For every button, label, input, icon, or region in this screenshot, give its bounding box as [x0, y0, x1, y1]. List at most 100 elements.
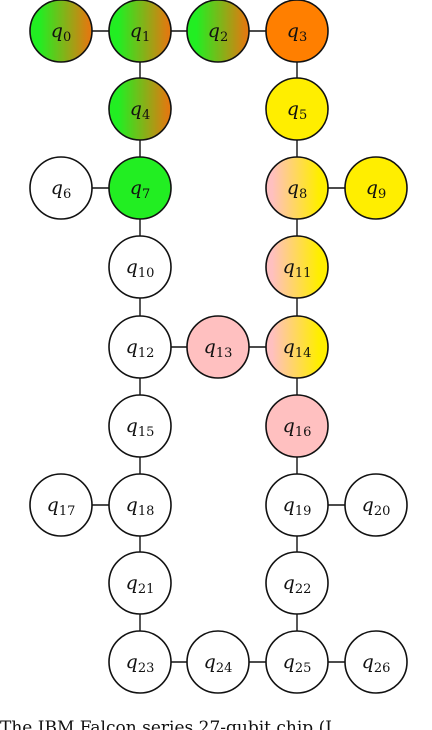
qubit-circle [29, 0, 93, 63]
qubit-circle [108, 315, 172, 379]
qubit-q21: q21 [108, 551, 172, 615]
qubit-label-index: 1 [142, 30, 150, 45]
qubit-circle [29, 156, 93, 220]
qubit-label: q25 [283, 651, 312, 676]
qubit-label-index: 22 [295, 582, 312, 597]
qubit-label: q20 [362, 494, 391, 519]
qubit-label-index: 13 [216, 346, 233, 361]
qubit-label: q13 [204, 336, 233, 361]
qubit-q24: q24 [186, 630, 250, 694]
qubit-q11: q11 [265, 235, 329, 299]
qubit-q0: q0 [29, 0, 93, 63]
qubit-label: q15 [126, 415, 155, 440]
qubit-label-index: 16 [295, 425, 312, 440]
qubit-label-index: 15 [138, 425, 155, 440]
qubit-label-main: q [362, 651, 374, 673]
qubit-circle [265, 394, 329, 458]
qubit-q13: q13 [186, 315, 250, 379]
qubit-circle [108, 235, 172, 299]
qubit-label: q4 [130, 98, 150, 123]
qubit-label: q2 [208, 20, 228, 45]
qubit-q9: q9 [344, 156, 408, 220]
qubit-circle [108, 551, 172, 615]
qubit-label-index: 11 [295, 266, 312, 281]
qubit-label-index: 24 [216, 661, 233, 676]
qubit-label-index: 7 [142, 187, 150, 202]
qubit-label: q17 [47, 494, 76, 519]
qubit-label-main: q [287, 20, 299, 42]
qubit-circle [108, 630, 172, 694]
qubit-q14: q14 [265, 315, 329, 379]
figure-caption: The IBM Falcon series 27-qubit chip (I [0, 718, 332, 730]
qubit-circle [186, 0, 250, 63]
qubit-label-main: q [51, 177, 63, 199]
qubit-q17: q17 [29, 473, 93, 537]
qubit-label-index: 10 [138, 266, 155, 281]
qubit-q18: q18 [108, 473, 172, 537]
qubit-circle [108, 394, 172, 458]
qubit-q1: q1 [108, 0, 172, 63]
qubit-label-index: 20 [374, 504, 391, 519]
qubit-label-index: 25 [295, 661, 312, 676]
qubit-label-index: 9 [378, 187, 386, 202]
qubit-label-main: q [126, 415, 138, 437]
qubit-label: q8 [287, 177, 307, 202]
qubit-label-main: q [283, 494, 295, 516]
qubit-label-index: 8 [299, 187, 307, 202]
qubit-label-main: q [130, 98, 142, 120]
qubit-label: q0 [51, 20, 71, 45]
qubit-label: q16 [283, 415, 312, 440]
qubit-label-index: 23 [138, 661, 155, 676]
qubit-circle [265, 235, 329, 299]
qubit-label-main: q [204, 651, 216, 673]
qubit-label-main: q [130, 20, 142, 42]
qubit-q12: q12 [108, 315, 172, 379]
qubit-label-index: 4 [142, 108, 150, 123]
qubit-label-index: 18 [138, 504, 155, 519]
qubit-q16: q16 [265, 394, 329, 458]
qubit-label-main: q [47, 494, 59, 516]
qubit-circle [186, 315, 250, 379]
qubit-label-index: 2 [220, 30, 228, 45]
qubit-label-main: q [287, 177, 299, 199]
qubit-q10: q10 [108, 235, 172, 299]
qubit-label: q23 [126, 651, 155, 676]
qubit-q15: q15 [108, 394, 172, 458]
qubit-label: q7 [130, 177, 150, 202]
qubit-q19: q19 [265, 473, 329, 537]
qubit-circle [344, 156, 408, 220]
qubit-circle [108, 156, 172, 220]
qubit-circle [108, 0, 172, 63]
qubit-circle [344, 630, 408, 694]
qubit-label-main: q [204, 336, 216, 358]
qubit-q23: q23 [108, 630, 172, 694]
qubit-label: q6 [51, 177, 71, 202]
qubit-q4: q4 [108, 77, 172, 141]
qubit-label-main: q [208, 20, 220, 42]
qubit-circle [265, 156, 329, 220]
qubit-q8: q8 [265, 156, 329, 220]
qubit-label: q11 [283, 256, 312, 281]
qubit-label-main: q [126, 572, 138, 594]
qubit-circle [265, 77, 329, 141]
qubit-q20: q20 [344, 473, 408, 537]
qubit-circle [108, 473, 172, 537]
qubit-q25: q25 [265, 630, 329, 694]
qubit-label-main: q [130, 177, 142, 199]
qubit-circle [265, 0, 329, 63]
qubit-q26: q26 [344, 630, 408, 694]
qubit-label-main: q [362, 494, 374, 516]
qubit-circle [29, 473, 93, 537]
qubit-label: q12 [126, 336, 155, 361]
qubit-q7: q7 [108, 156, 172, 220]
qubit-label: q9 [366, 177, 386, 202]
qubit-label-main: q [126, 494, 138, 516]
qubit-label-main: q [283, 256, 295, 278]
qubit-label-index: 19 [295, 504, 312, 519]
qubit-label-main: q [283, 572, 295, 594]
qubit-label-main: q [283, 336, 295, 358]
qubit-label: q24 [204, 651, 233, 676]
qubit-circle [108, 77, 172, 141]
qubit-q2: q2 [186, 0, 250, 63]
